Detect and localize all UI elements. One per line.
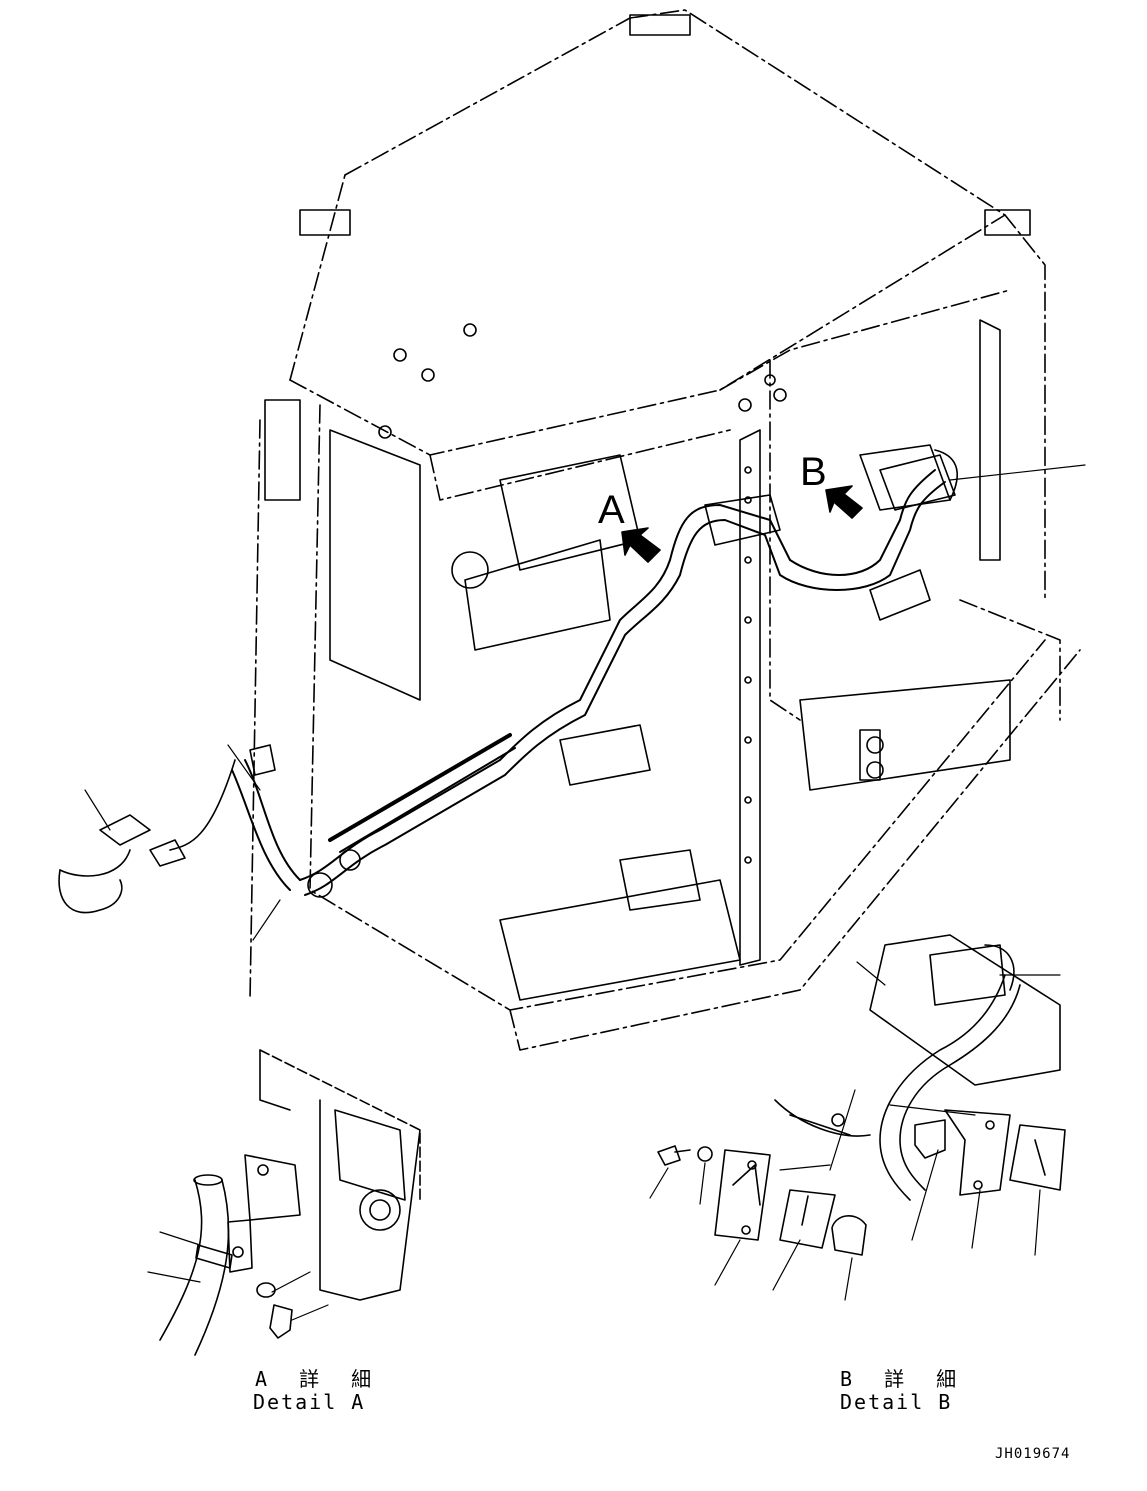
detail-b-view bbox=[649, 934, 1066, 1301]
detail-a-caption-jp: A 詳 細 bbox=[255, 1367, 382, 1391]
detail-b-caption-en: Detail B bbox=[840, 1390, 953, 1414]
leader-lines bbox=[84, 464, 1086, 941]
detail-b-caption-jp: B 詳 細 bbox=[840, 1367, 967, 1391]
floor-plate bbox=[499, 849, 741, 1001]
arrow-a-icon bbox=[621, 527, 661, 563]
column-holes bbox=[744, 466, 752, 864]
callout-a: A bbox=[598, 488, 625, 532]
main-harness bbox=[231, 469, 946, 896]
right-connectors bbox=[704, 449, 959, 621]
roof-bolts bbox=[378, 323, 787, 439]
drawing-number: JH019674 bbox=[995, 1446, 1071, 1462]
cab-frame bbox=[249, 9, 1081, 1051]
detail-a-caption-en: Detail A bbox=[253, 1390, 366, 1414]
callout-b: B bbox=[800, 450, 827, 494]
detail-a-view bbox=[147, 1049, 421, 1356]
left-connectors bbox=[58, 744, 361, 914]
cab-frame-solid bbox=[264, 14, 1031, 966]
arrow-b-icon bbox=[825, 485, 863, 519]
